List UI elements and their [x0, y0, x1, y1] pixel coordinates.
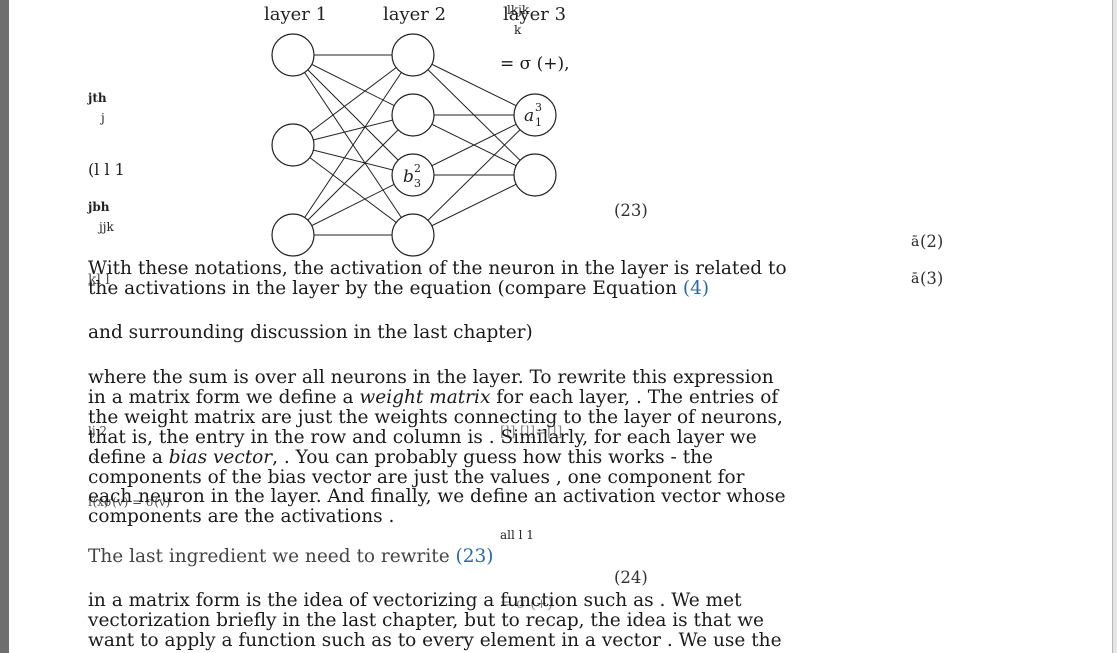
- math-fragment-fx: f(x): [88, 495, 109, 509]
- neuron-label-b: b: [403, 167, 414, 187]
- math-fragment-lj2: lj 2: [88, 424, 108, 438]
- neuron-label-b-sup: 2: [414, 162, 421, 175]
- math-fragment-lkjk: lkjk: [507, 3, 530, 17]
- paragraph-3: The last ingredient we need to rewrite (…: [88, 546, 494, 567]
- term-bias-vector: bias vector: [168, 447, 273, 468]
- math-fragment-jbh: jbh: [88, 200, 110, 214]
- neuron-label-a: a: [524, 106, 534, 126]
- math-fragment-weights: [l] [l]=[l]: [500, 424, 563, 440]
- paragraph-2-line-2: in a matrix form we define a weight matr…: [88, 387, 779, 408]
- math-fragment-kl: kl l: [88, 272, 110, 288]
- neuron-l1-1: [271, 33, 315, 77]
- paragraph-2-line-8: components are the activations .: [88, 506, 395, 527]
- math-fragment-sigma-v: σ(v) = σ(v): [104, 495, 171, 509]
- vertical-scrollbar[interactable]: [1112, 0, 1117, 653]
- neuron-l1-2: [271, 123, 315, 167]
- neural-network-diagram: b 2 3 a 3 1: [271, 33, 557, 257]
- equation-number-24: (24): [614, 568, 648, 587]
- paragraph-1-line-3: and surrounding discussion in the last c…: [88, 322, 533, 343]
- math-fragment-j-small: j: [95, 446, 99, 460]
- math-fragment-k: k: [514, 23, 522, 37]
- math-fragment-jth: jth: [88, 91, 107, 105]
- paragraph-4-line-3: want to apply a function such as to ever…: [88, 630, 782, 651]
- math-fragment-l-l-1: (l l 1: [88, 160, 125, 179]
- layer-3-label: layer 3: [503, 4, 567, 25]
- margin-equation-3: (3): [920, 269, 944, 288]
- neuron-l2-4: [391, 213, 435, 257]
- math-fragment-jjk: jjk: [99, 220, 114, 234]
- neuron-l2-1: [391, 33, 435, 77]
- neuron-l1-3: [271, 213, 315, 257]
- layer-1-label: layer 1: [264, 4, 328, 25]
- term-weight-matrix: weight matrix: [359, 387, 491, 408]
- paragraph-2-line-7: each neuron in the layer. And finally, w…: [88, 486, 786, 507]
- network-neurons: [271, 33, 557, 257]
- math-fragment-sigma-eq: = σ (+): [500, 596, 553, 612]
- paragraph-2-line-5: define a bias vector, . You can probably…: [88, 447, 713, 468]
- window-left-border: [0, 0, 9, 653]
- math-fragment-all: all l 1: [500, 528, 534, 542]
- paragraph-1-line-2: the activations in the layer by the equa…: [88, 278, 710, 299]
- paragraph-2-line-4: that is, the entry in the row and column…: [88, 427, 757, 448]
- neuron-label-a-sup: 3: [535, 101, 542, 114]
- paragraph-2-line-3: the weight matrix are just the weights c…: [88, 407, 783, 428]
- paragraph-2-line-6: components of the bias vector are just t…: [88, 467, 745, 488]
- neuron-l2-2: [391, 93, 435, 137]
- neuron-label-b-sub: 3: [414, 177, 421, 190]
- equation-23-link[interactable]: (23): [455, 546, 494, 567]
- network-connections: [292, 54, 536, 236]
- sigma-equation: = σ (+),: [500, 54, 570, 74]
- neuron-l3-1: [513, 93, 557, 137]
- equation-number-23: (23): [614, 201, 648, 220]
- neuron-label-a-sub: 1: [535, 116, 542, 129]
- paragraph-4-line-2: vectorization briefly in the last chapte…: [88, 610, 764, 631]
- paragraph-1-line-1: With these notations, the activation of …: [88, 258, 787, 279]
- math-fragment-j: j: [101, 111, 105, 125]
- layer-2-label: layer 2: [383, 4, 447, 25]
- margin-glyph-2: ā: [911, 234, 920, 250]
- margin-glyph-3: ā: [911, 271, 920, 287]
- paragraph-2-line-1: where the sum is over all neurons in the…: [88, 367, 774, 388]
- equation-4-link[interactable]: (4): [682, 278, 710, 299]
- neuron-l2-3: [391, 153, 435, 197]
- paragraph-4-line-1: in a matrix form is the idea of vectoriz…: [88, 590, 742, 611]
- neuron-l3-2: [513, 153, 557, 197]
- margin-equation-2: (2): [920, 232, 944, 251]
